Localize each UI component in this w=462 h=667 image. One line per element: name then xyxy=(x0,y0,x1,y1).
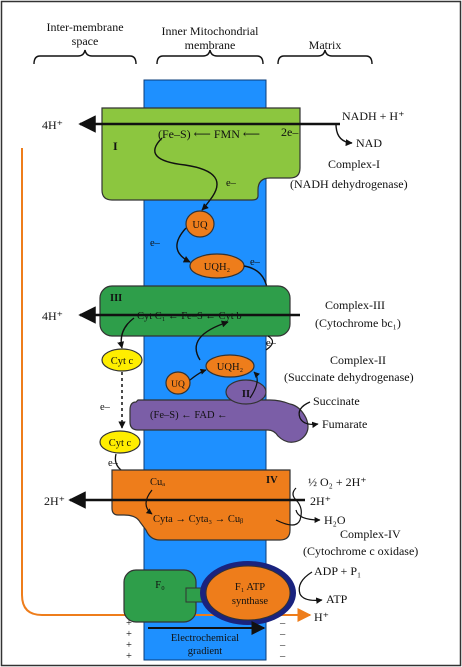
water-label: H₂O xyxy=(324,513,346,527)
minus-sign: – xyxy=(279,618,286,629)
cua-to-cyta-arrow xyxy=(145,489,153,515)
complex-1-subname: (NADH dehydrogenase) xyxy=(290,177,408,191)
water-arrow xyxy=(295,509,321,523)
cytc-upper xyxy=(101,348,143,372)
atp-label: ATP xyxy=(326,592,348,606)
f1-label-1: F₁ ATP xyxy=(235,582,265,593)
plus-signs: + + + + xyxy=(126,618,132,662)
brace-membrane xyxy=(156,49,264,65)
complex-3-shape xyxy=(99,285,291,337)
uqh2-lower xyxy=(205,354,255,378)
proton-return-path xyxy=(21,148,312,622)
uq-top-label: UQ xyxy=(192,220,208,231)
uq-lower xyxy=(165,371,191,395)
cytc1-to-cytc-arrow xyxy=(117,317,135,349)
f1-label-2: synthase xyxy=(232,596,269,607)
f1-shape xyxy=(205,565,291,621)
complex-2-subname: (Succinate dehydrogenase) xyxy=(284,370,414,384)
complex-3-subname: (Cytochrome bc₁) xyxy=(315,316,401,330)
plus-sign: + xyxy=(126,618,132,629)
electron-label-2: e– xyxy=(150,238,161,249)
complex3-lower-path xyxy=(265,335,274,351)
gradient-label-2: gradient xyxy=(188,646,222,657)
complex4-oxygen-path xyxy=(275,487,302,526)
h2-label: 2H⁺ xyxy=(44,494,65,508)
gradient-label-1: Electrochemical xyxy=(171,633,239,644)
minus-sign: – xyxy=(279,640,286,651)
complex-2-numeral: II xyxy=(242,389,250,400)
uqh2-to-complex3-arrow xyxy=(195,320,229,361)
complex-4-subname: (Cytochrome c oxidase) xyxy=(303,544,418,558)
complex-4: IV Cuₐ Cyta → Cyta₃ → Cuᵦ Complex-IV (Cy… xyxy=(111,469,418,558)
header-inner-1: Inner Mitochondrial xyxy=(162,24,260,38)
complex-4-name: Complex-IV xyxy=(340,527,401,541)
h2-right-label: 2H⁺ xyxy=(310,494,331,508)
electron-label-3: e– xyxy=(250,257,261,268)
brace-intermembrane xyxy=(33,49,137,65)
electron-path-1 xyxy=(154,137,218,211)
succinate-arrow xyxy=(298,401,319,429)
adp-to-atp-arrow xyxy=(298,571,323,604)
complex-4-cu: Cuₐ xyxy=(150,477,165,488)
complex-4-numeral: IV xyxy=(266,475,278,486)
uqh2-top-label: UQH₂ xyxy=(204,262,231,273)
complex-1-shape xyxy=(101,107,301,201)
complex-3: III Cyt C₁ ← Fe–S ← Cyt b Complex-III (C… xyxy=(99,285,401,337)
nad-arrow xyxy=(335,123,353,147)
h4-top-label: 4H⁺ xyxy=(42,118,63,132)
complex-3-numeral: III xyxy=(110,293,122,304)
plus-sign: + xyxy=(126,651,132,662)
oxygen-label: ½ O₂ + 2H⁺ xyxy=(308,475,367,489)
complex-4-chain: Cyta → Cyta₃ → Cuᵦ xyxy=(153,514,243,525)
electron-label-5: e– xyxy=(100,402,111,413)
headers: Inter-membrane space Inner Mitochondrial… xyxy=(33,20,373,65)
brace-matrix xyxy=(277,49,373,65)
adp-label: ADP + P₁ xyxy=(314,564,361,578)
complex-2-chain: (Fe–S) ← FAD ← xyxy=(150,410,228,421)
header-inner-2: membrane xyxy=(185,38,236,52)
complex-2-shape xyxy=(129,399,309,443)
complex2-to-uqh2-arrow xyxy=(249,371,260,399)
plus-sign: + xyxy=(126,640,132,651)
uq-to-uqh2-arrow xyxy=(176,227,191,263)
electron-label-4: e– xyxy=(266,338,277,349)
uq-top xyxy=(185,210,215,238)
uq-to-uqh2-lower-arrow xyxy=(189,368,207,381)
succinate-label: Succinate xyxy=(313,394,360,408)
complex-1-name: Complex-I xyxy=(328,157,380,171)
header-matrix: Matrix xyxy=(309,38,342,52)
complex-1-electrons: 2e– xyxy=(281,125,299,139)
atp-synthase: F₀ F₁ ATP synthase xyxy=(123,561,296,625)
complex-1: I (Fe–S) ⟵ FMN ⟵ 2e– Complex-I (NADH deh… xyxy=(101,107,408,201)
nad-label: NAD xyxy=(356,136,382,150)
header-intermembrane-1: Inter-membrane xyxy=(46,20,123,34)
electron-label-1: e– xyxy=(226,178,237,189)
electron-label-6: e– xyxy=(108,458,119,469)
header-intermembrane-2: space xyxy=(72,34,99,48)
complex-2-name: Complex-II xyxy=(330,353,386,367)
h-plus-label: H⁺ xyxy=(314,610,329,624)
minus-sign: – xyxy=(279,651,286,662)
h4-mid-label: 4H⁺ xyxy=(42,309,63,323)
complex-4-shape xyxy=(111,469,291,541)
complex-3-chain: Cyt C₁ ← Fe–S ← Cyt b xyxy=(137,311,242,322)
complex-3-name: Complex-III xyxy=(325,298,385,312)
nadh-label: NADH + H⁺ xyxy=(342,109,404,123)
uqh2-lower-label: UQH₂ xyxy=(217,362,244,373)
plus-sign: + xyxy=(126,629,132,640)
f0-label: F₀ xyxy=(155,580,165,591)
fumarate-label: Fumarate xyxy=(322,417,367,431)
cytc-upper-label: Cyt c xyxy=(111,356,134,367)
uq-lower-label: UQ xyxy=(171,380,185,390)
complex-1-chain: (Fe–S) ⟵ FMN ⟵ xyxy=(158,127,260,141)
cytc-lower xyxy=(99,430,141,454)
cytc-lower-label: Cyt c xyxy=(109,438,132,449)
minus-signs: – – – – xyxy=(279,618,286,662)
complex-1-numeral: I xyxy=(113,139,118,153)
minus-sign: – xyxy=(279,629,286,640)
f0-shape xyxy=(123,569,197,623)
